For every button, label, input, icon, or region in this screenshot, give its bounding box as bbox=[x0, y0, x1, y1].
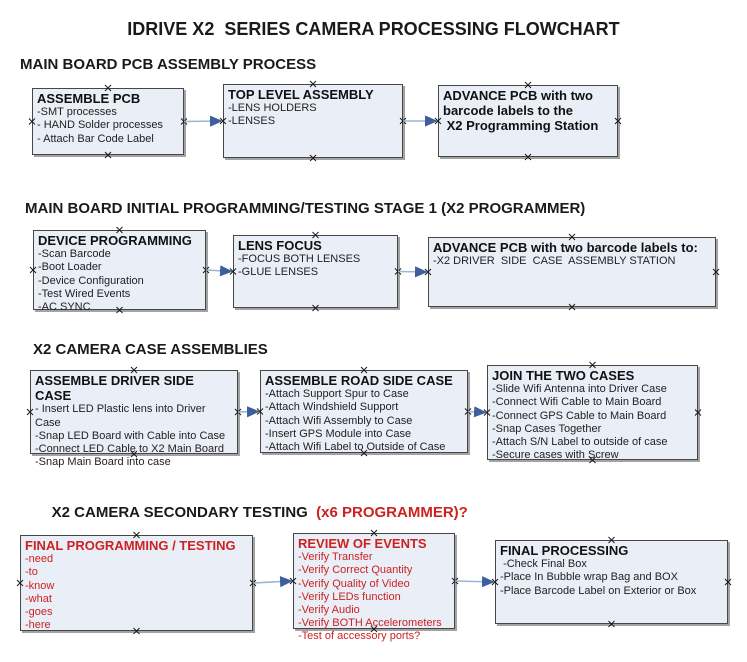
flow-box-review-of-events: REVIEW OF EVENTS -Verify Transfer -Verif… bbox=[293, 533, 455, 642]
box-title: ADVANCE PCB with two barcode labels to t… bbox=[443, 88, 599, 134]
flow-box-final-programming-testing: FINAL PROGRAMMING / TESTING -need -to -k… bbox=[20, 535, 253, 631]
box-items: -SMT processes - HAND Solder processes -… bbox=[37, 106, 163, 145]
box-title: ASSEMBLE DRIVER SIDE CASE bbox=[35, 373, 198, 404]
flow-arrow bbox=[252, 576, 293, 588]
box-items: -Verify Transfer -Verify Correct Quantit… bbox=[298, 551, 442, 643]
flow-arrow bbox=[237, 406, 260, 418]
box-items: -need -to -know -what -goes -here bbox=[25, 553, 55, 632]
box-title: FINAL PROCESSING bbox=[500, 543, 629, 558]
flow-box-final-processing: FINAL PROCESSING -Check Final Box -Place… bbox=[495, 540, 728, 624]
section-heading-black-part: X2 CAMERA SECONDARY TESTING bbox=[51, 504, 317, 521]
box-title: JOIN THE TWO CASES bbox=[492, 368, 635, 383]
box-title: LENS FOCUS bbox=[238, 238, 322, 253]
flow-box-assemble-driver-side-case: ASSEMBLE DRIVER SIDE CASE - Insert LED P… bbox=[30, 370, 238, 468]
box-items: -LENS HOLDERS -LENSES bbox=[228, 102, 317, 128]
box-items: -Attach Support Spur to Case -Attach Win… bbox=[265, 388, 446, 453]
box-title: TOP LEVEL ASSEMBLY bbox=[228, 87, 374, 102]
box-items: -FOCUS BOTH LENSES -GLUE LENSES bbox=[238, 253, 361, 279]
box-title: ASSEMBLE PCB bbox=[37, 91, 141, 106]
box-title: DEVICE PROGRAMMING bbox=[38, 233, 192, 248]
box-items: -Check Final Box -Place In Bubble wrap B… bbox=[500, 558, 697, 597]
box-items: - Insert LED Plastic lens into Driver Ca… bbox=[35, 403, 226, 469]
flow-box-advance-pcb-to-driver-side-station: ADVANCE PCB with two barcode labels to: … bbox=[428, 237, 716, 307]
box-title: ASSEMBLE ROAD SIDE CASE bbox=[265, 373, 453, 388]
flow-arrow bbox=[205, 265, 233, 277]
flow-box-device-programming: DEVICE PROGRAMMING -Scan Barcode -Boot L… bbox=[33, 230, 206, 313]
section-heading-pcb-assembly: MAIN BOARD PCB ASSEMBLY PROCESS bbox=[20, 56, 317, 73]
section-heading-red-part: (x6 PROGRAMMER)? bbox=[316, 504, 468, 521]
flow-box-advance-pcb-to-programming-station: ADVANCE PCB with two barcode labels to t… bbox=[438, 85, 618, 157]
flow-arrow bbox=[467, 406, 487, 418]
section-heading-initial-programming: MAIN BOARD INITIAL PROGRAMMING/TESTING S… bbox=[25, 200, 586, 217]
box-title: REVIEW OF EVENTS bbox=[298, 536, 427, 551]
flow-box-assemble-road-side-case: ASSEMBLE ROAD SIDE CASE -Attach Support … bbox=[260, 370, 468, 453]
flow-box-lens-focus: LENS FOCUS -FOCUS BOTH LENSES -GLUE LENS… bbox=[233, 235, 398, 308]
flow-box-join-the-two-cases: JOIN THE TWO CASES -Slide Wifi Antenna i… bbox=[487, 365, 698, 462]
flow-arrow bbox=[183, 115, 223, 127]
page-title: IDRIVE X2 SERIES CAMERA PROCESSING FLOWC… bbox=[127, 19, 620, 39]
box-items: -X2 DRIVER SIDE CASE ASSEMBLY STATION bbox=[433, 255, 676, 268]
box-title: ADVANCE PCB with two barcode labels to: bbox=[433, 240, 698, 255]
flow-arrow bbox=[454, 576, 495, 588]
box-items: -Slide Wifi Antenna into Driver Case -Co… bbox=[492, 383, 668, 462]
box-items: -Scan Barcode -Boot Loader -Device Confi… bbox=[38, 248, 144, 313]
section-heading-secondary-testing: X2 CAMERA SECONDARY TESTING (x6 PROGRAMM… bbox=[35, 487, 468, 538]
section-heading-case-assemblies: X2 CAMERA CASE ASSEMBLIES bbox=[33, 341, 268, 358]
flow-box-top-level-assembly: TOP LEVEL ASSEMBLY -LENS HOLDERS -LENSES bbox=[223, 84, 403, 158]
flow-box-assemble-pcb: ASSEMBLE PCB -SMT processes - HAND Solde… bbox=[32, 88, 184, 155]
flow-arrow bbox=[397, 266, 428, 278]
box-title: FINAL PROGRAMMING / TESTING bbox=[25, 538, 236, 553]
